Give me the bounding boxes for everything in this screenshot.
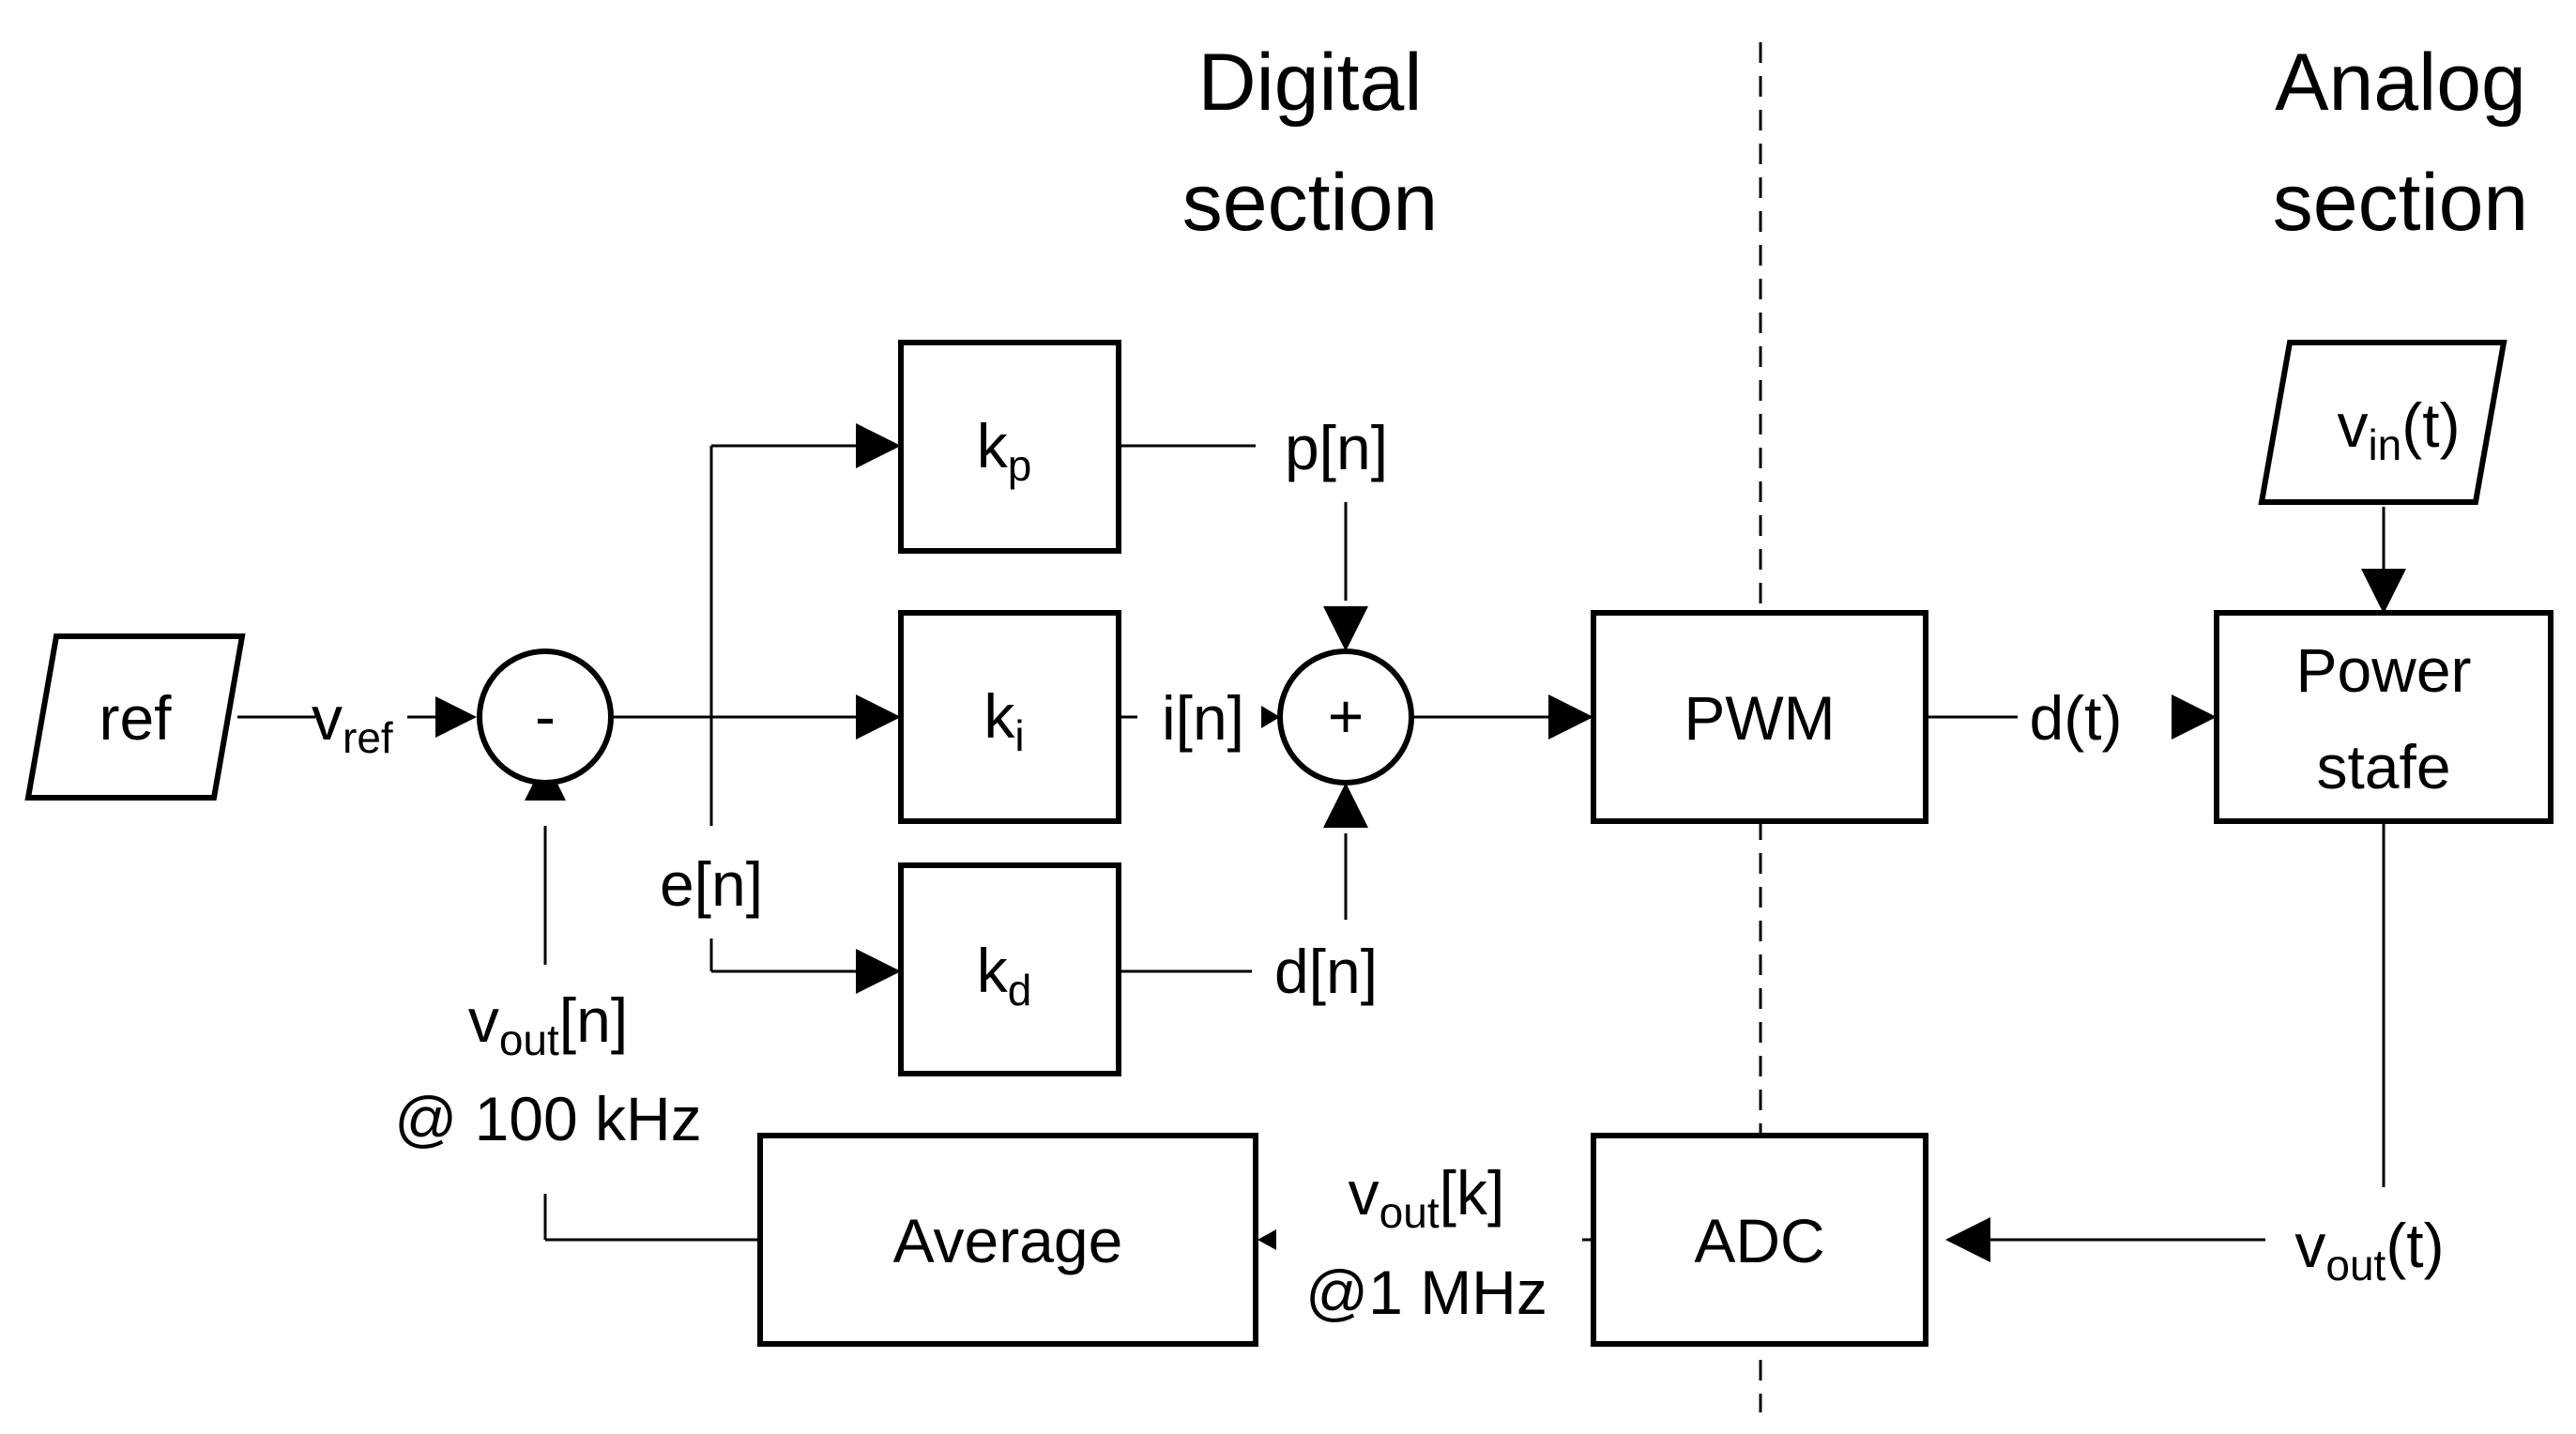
vref-signal-label: vref: [312, 683, 393, 762]
dt-signal-label: d(t): [2030, 683, 2123, 753]
pid-adder-junction: [1277, 648, 1414, 786]
error-summing-junction: [477, 648, 614, 786]
ref-input-block: [24, 633, 246, 801]
in-signal-label: i[n]: [1162, 683, 1244, 753]
digital-section-title-line2: section: [1182, 158, 1439, 248]
ki-gain-block: [898, 610, 1121, 824]
arrowhead-voutk-average: [1258, 1229, 1276, 1250]
kd-label: kd: [977, 936, 1032, 1014]
vout-k-signal-label: vout[k]: [1349, 1158, 1505, 1237]
power-stage-label-line1: Power: [2295, 635, 2471, 705]
power-stage-block: [2214, 610, 2553, 824]
dn-signal-label: d[n]: [1274, 937, 1378, 1006]
sum-node-sign: -: [535, 681, 556, 751]
arrowhead-in-add: [1261, 706, 1280, 728]
vout-n-signal-label: vout[n]: [468, 985, 628, 1064]
analog-section-title-line1: Analog: [2275, 38, 2526, 128]
vout-n-rate-label: @ 100 kHz: [394, 1084, 701, 1153]
ref-label: ref: [99, 683, 172, 753]
kd-gain-block: [898, 862, 1121, 1076]
analog-section-title-line2: section: [2273, 158, 2529, 248]
average-label: Average: [893, 1206, 1123, 1275]
arrowhead-add-pwm: [1548, 694, 1593, 740]
average-block: [757, 1133, 1258, 1347]
arrowhead-vin-power: [2361, 569, 2406, 614]
ki-label: ki: [983, 681, 1024, 760]
arrowhead-dt-power: [2172, 694, 2217, 740]
kp-gain-block: [898, 340, 1121, 554]
arrowhead-dn-add: [1323, 783, 1368, 828]
vout-t-signal-label: vout(t): [2294, 1211, 2444, 1289]
arrowhead-kp-in: [856, 423, 901, 468]
pwm-label: PWM: [1684, 683, 1835, 753]
arrowhead-kd-in: [856, 949, 901, 994]
vin-input-block: [2258, 340, 2507, 505]
adc-block: [1591, 1133, 1928, 1347]
arrowhead-ki-in: [856, 694, 901, 740]
arrowhead-pn-add: [1323, 606, 1368, 651]
pwm-block: [1591, 610, 1928, 824]
arrowhead-vref-sum: [435, 696, 477, 738]
power-stage-label-line2: stafe: [2316, 732, 2450, 801]
en-signal-label: e[n]: [660, 849, 763, 919]
pn-signal-label: p[n]: [1285, 413, 1388, 482]
vin-label: vin(t): [2337, 390, 2460, 469]
add-node-sign: +: [1328, 681, 1364, 751]
vout-k-rate-label: @1 MHz: [1305, 1258, 1547, 1327]
arrowhead-vout-adc: [1945, 1217, 1990, 1262]
adc-label: ADC: [1694, 1206, 1824, 1275]
kp-label: kp: [977, 411, 1032, 490]
digital-section-title-line1: Digital: [1198, 38, 1423, 128]
